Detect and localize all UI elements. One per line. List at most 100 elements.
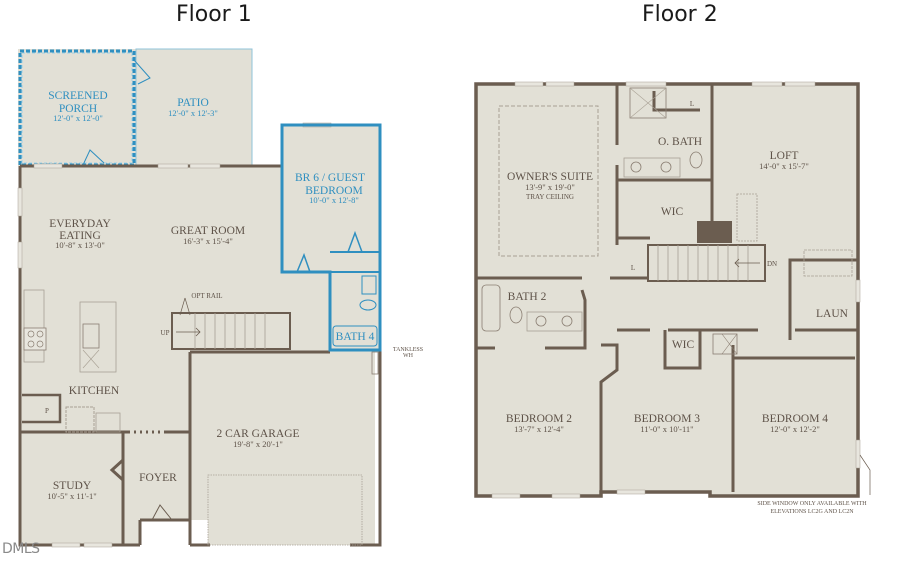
window (83, 542, 113, 548)
hvac-x (721, 333, 738, 355)
garage-door (207, 474, 363, 546)
window (491, 493, 521, 499)
porch-door-swing (82, 149, 105, 166)
room-label: BEDROOM (305, 185, 363, 197)
exterior-wall (18, 164, 282, 547)
watermark: DMLS (2, 541, 40, 557)
kitchen-counter (23, 289, 45, 363)
room-label: WIC (672, 339, 695, 351)
window (33, 163, 63, 169)
window (514, 81, 544, 87)
tankless-label: TANKLESS (393, 347, 423, 353)
opt-rail-label: OPT RAIL (191, 292, 222, 300)
opt-rail-leader (179, 297, 191, 316)
window (616, 489, 646, 495)
room-label: EVERYDAY (49, 218, 111, 230)
shower (629, 87, 667, 119)
room-label: O. BATH (658, 136, 702, 148)
burner (27, 330, 35, 338)
bathtub (332, 325, 378, 347)
guest-closet-wall (330, 251, 380, 273)
room-label: BEDROOM 4 (762, 413, 828, 425)
kitchen-sink (82, 323, 100, 349)
room-dimensions: 12'-0" x 12'-0" (53, 113, 103, 123)
floor-2-interior-walls (476, 84, 858, 492)
patio-area (135, 48, 253, 167)
side-window-note: SIDE WINDOW ONLY AVAILABLE WITH (757, 501, 867, 507)
burner (27, 340, 35, 348)
floor-1-title: Floor 1 (176, 2, 252, 27)
room-label: GREAT ROOM (171, 225, 245, 237)
porch-door-swing (133, 59, 151, 85)
room-label: FOYER (139, 472, 177, 484)
room-label: PORCH (59, 103, 97, 115)
burner (36, 340, 44, 348)
side-window-leader (859, 454, 871, 495)
sink (535, 315, 547, 327)
tray-ceiling-outline (498, 105, 599, 257)
room-note: TRAY CEILING (526, 193, 574, 201)
vanity (623, 157, 681, 178)
room-dimensions: 13'-7" x 12'-4" (514, 424, 564, 434)
window (17, 187, 23, 217)
window (157, 163, 189, 169)
room-dimensions: 16'-3" x 15'-4" (183, 236, 233, 246)
up-label: UP (161, 329, 170, 337)
staircase (647, 244, 766, 282)
room-label: PATIO (177, 97, 209, 109)
room-label: STUDY (53, 480, 92, 492)
refrigerator (65, 406, 95, 433)
room-label: EATING (59, 230, 101, 242)
room-dimensions: 12'-0" x 12'-2" (770, 424, 820, 434)
room-label: SCREENED (48, 90, 107, 102)
floor-1-interior (20, 125, 380, 545)
bathtub (481, 284, 501, 332)
room-label: 2 CAR GARAGE (216, 428, 299, 440)
room-dimensions: 11'-0" x 10'-11" (640, 424, 693, 434)
front-door (151, 504, 173, 521)
counter (95, 412, 121, 433)
room-dimensions: 13'-9" x 19'-0" (525, 182, 575, 192)
kitchen-island (79, 301, 117, 373)
pantry-wall (22, 393, 62, 424)
down-label: DN (767, 260, 777, 268)
floor-2-plan (474, 81, 871, 499)
side-window-note: ELEVATIONS LC2G AND LC2N (770, 509, 854, 515)
room-label: LOFT (770, 150, 799, 162)
down-arrow (734, 258, 760, 268)
room-dimensions: 10'-0" x 12'-8" (309, 195, 359, 205)
room-dimensions: 14'-0" x 15'-7" (759, 161, 809, 171)
bedroom-door (296, 252, 311, 273)
room-dimensions: 19'-8" x 20'-1" (233, 439, 283, 449)
linen-label: L (631, 264, 635, 272)
room-label: BEDROOM 3 (634, 413, 700, 425)
up-arrow (176, 327, 201, 337)
chase-block (697, 221, 732, 243)
staircase (171, 312, 291, 350)
room-label: BR 6 / GUEST (295, 172, 365, 184)
hvac-unit (712, 333, 738, 355)
window (17, 241, 23, 269)
window (625, 81, 667, 87)
toilet (689, 151, 703, 169)
room-dimensions: 10'-5" x 11'-1" (47, 491, 96, 501)
room-label: BATH 4 (336, 331, 375, 343)
room-label: BEDROOM 2 (506, 413, 572, 425)
room-label: LAUN (816, 308, 849, 320)
washer-dryer (803, 249, 853, 277)
toilet (509, 306, 523, 324)
window (855, 279, 861, 303)
guest-suite-wall (280, 123, 382, 352)
room-label: WIC (661, 206, 684, 218)
floor-2-title: Floor 2 (642, 2, 718, 27)
window (545, 81, 575, 87)
toilet (359, 299, 377, 311)
window (189, 163, 221, 169)
water-heater (371, 351, 379, 375)
screen-line (21, 52, 133, 164)
sink (630, 161, 642, 173)
screened-porch-area (18, 49, 136, 166)
sink (561, 315, 573, 327)
room-dimensions: 10'-8" x 13'-0" (55, 240, 105, 250)
window (51, 542, 81, 548)
